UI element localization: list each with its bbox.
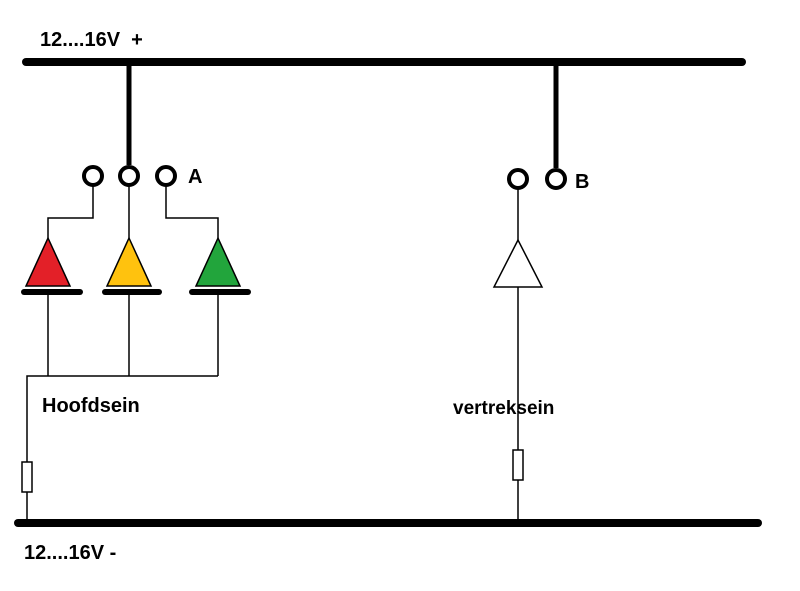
wire-to-green-led bbox=[165, 185, 219, 238]
led-yellow bbox=[105, 236, 153, 287]
terminal-b bbox=[545, 168, 567, 190]
terminal-a bbox=[155, 165, 177, 187]
led-white bbox=[492, 238, 544, 288]
wire-to-red-led bbox=[47, 185, 94, 238]
terminal-b-label: B bbox=[575, 171, 589, 193]
common-return-bus bbox=[26, 375, 218, 462]
departure-signal-label: vertreksein bbox=[453, 398, 554, 419]
terminal-red bbox=[82, 165, 104, 187]
led-red bbox=[24, 236, 72, 287]
terminal-white bbox=[507, 168, 529, 190]
led-green bbox=[194, 236, 242, 287]
resistor-departure-signal bbox=[512, 449, 524, 481]
terminal-common-main bbox=[118, 165, 140, 187]
rail-plus-label: 12....16V + bbox=[40, 29, 143, 51]
terminal-a-label: A bbox=[188, 166, 202, 188]
rail-minus-label: 12....16V - bbox=[24, 542, 116, 564]
resistor-main-signal bbox=[21, 461, 33, 493]
main-signal-label: Hoofdsein bbox=[42, 395, 140, 417]
